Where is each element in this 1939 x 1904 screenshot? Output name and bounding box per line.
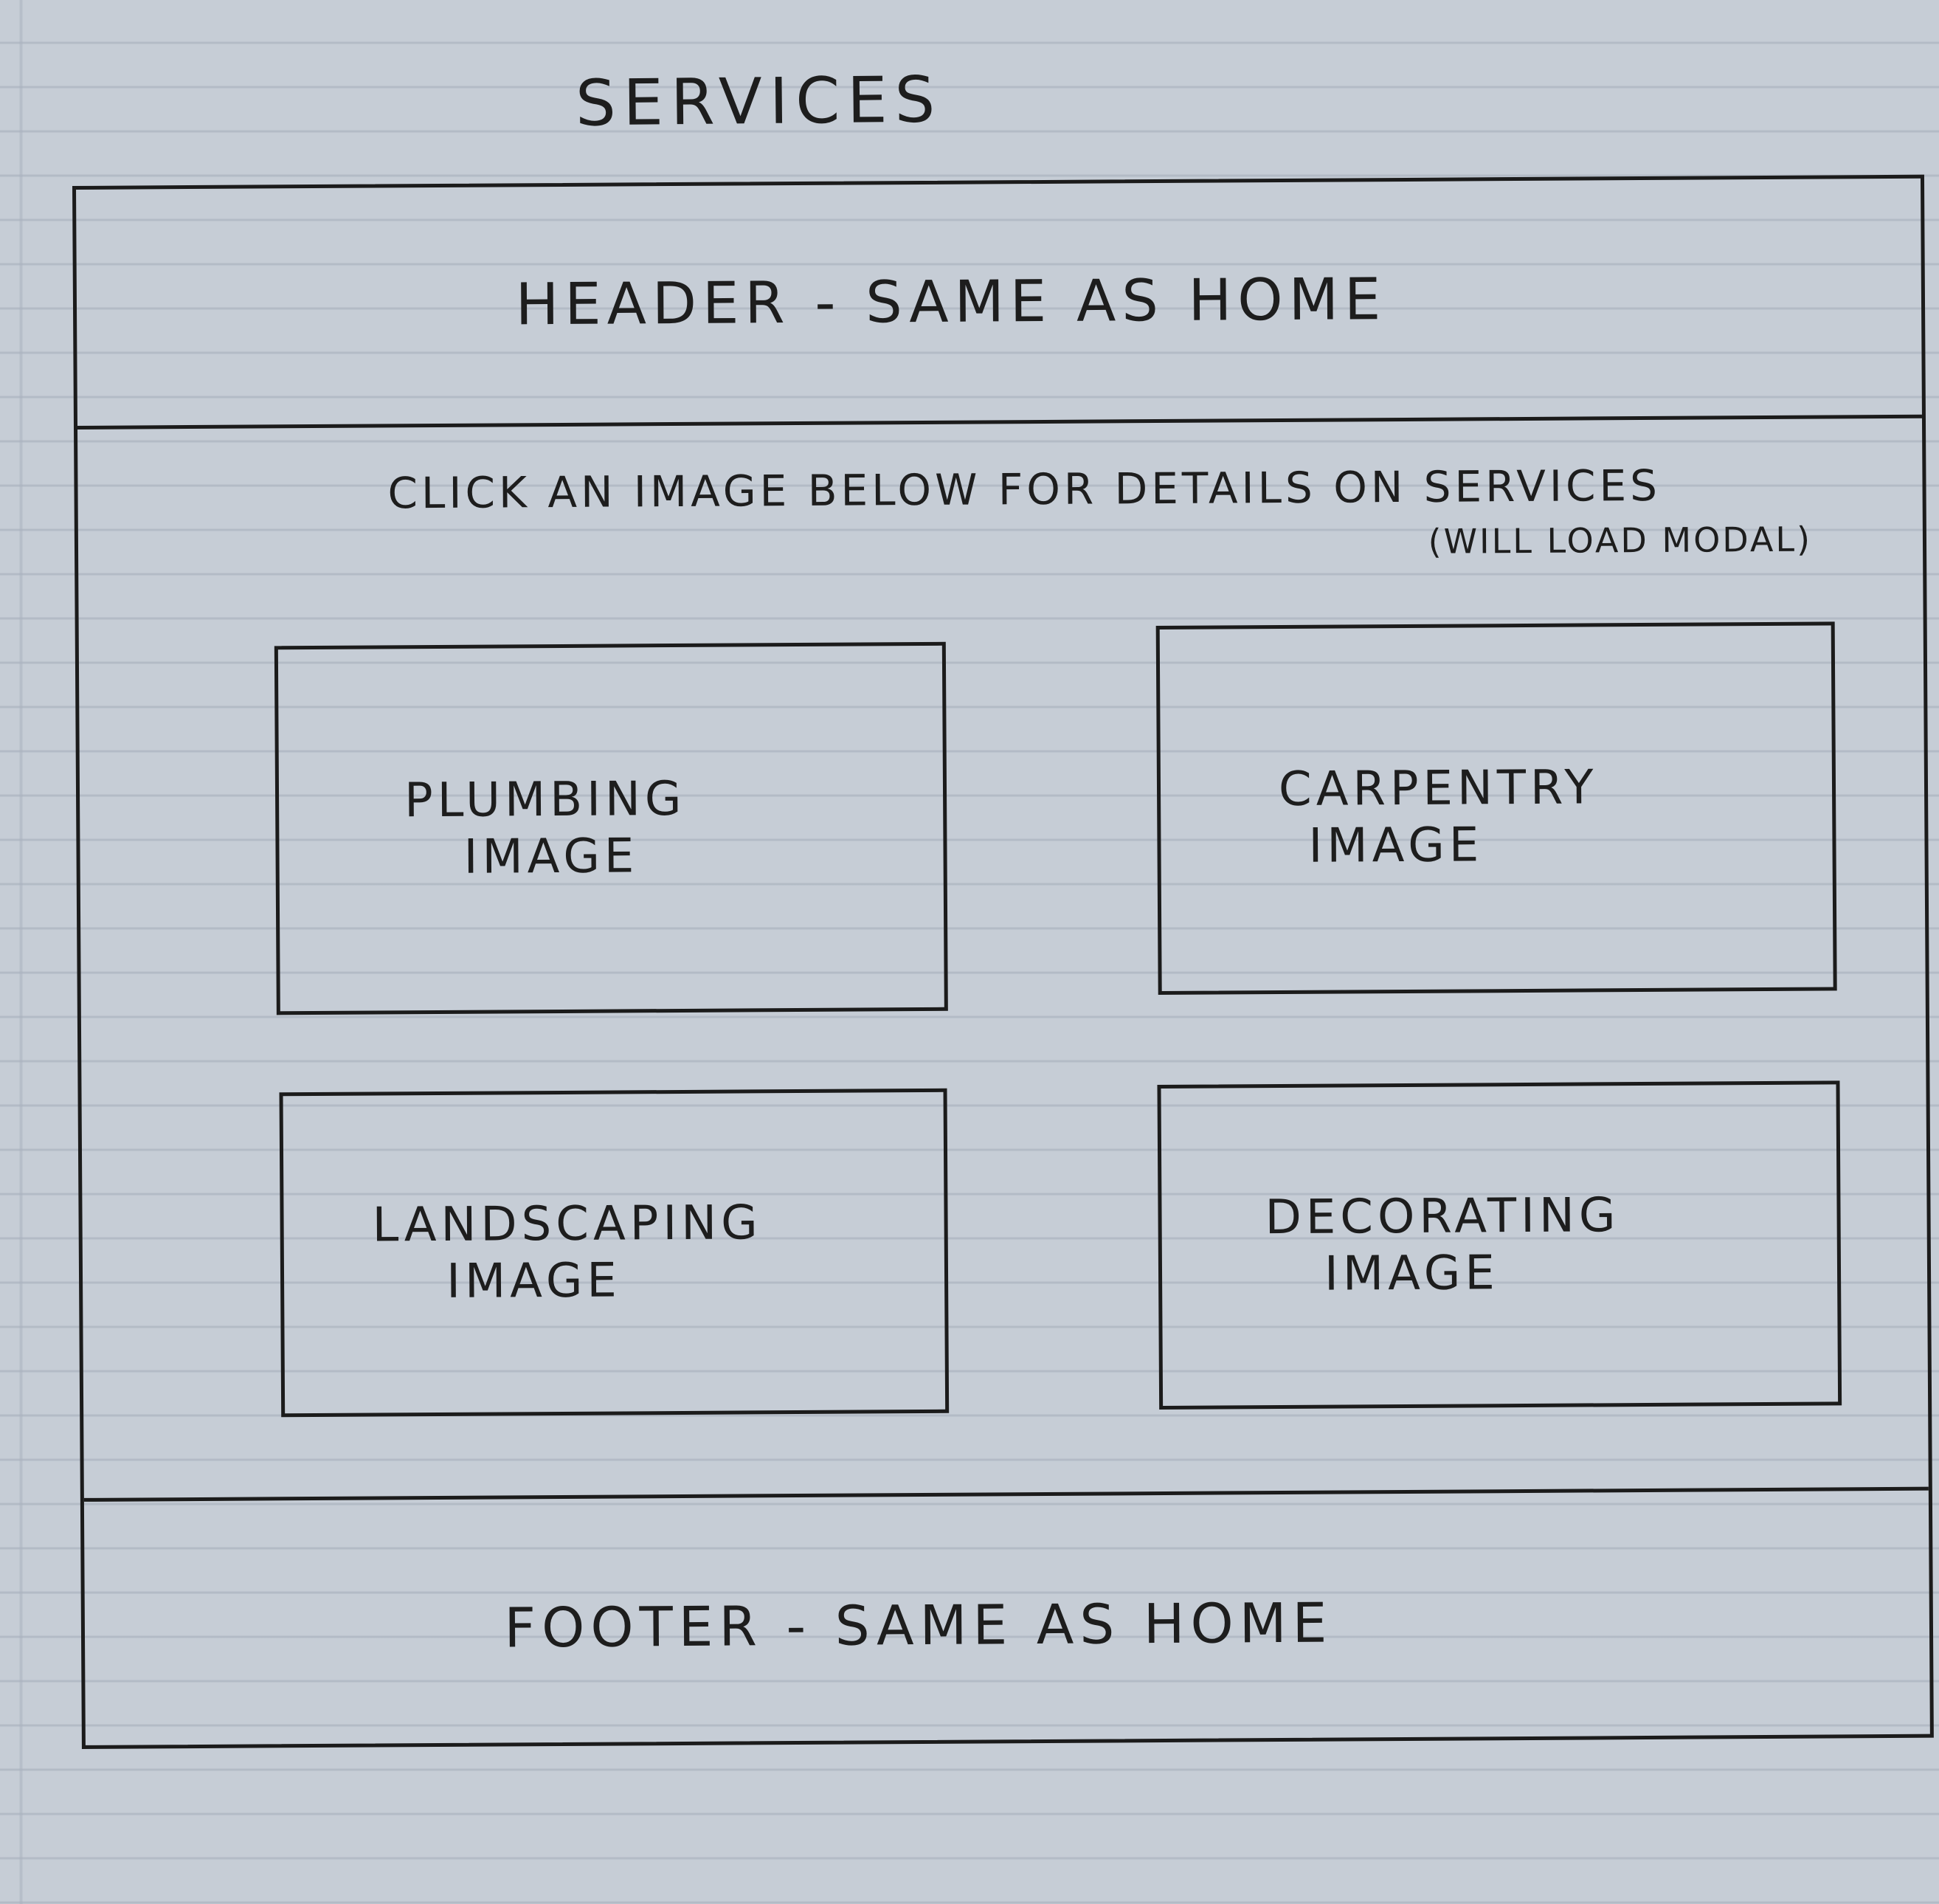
tile-label-line2: IMAGE: [1324, 1246, 1500, 1302]
decorating-image-tile[interactable]: DECORATING IMAGE: [1157, 1080, 1842, 1410]
tile-label: CARPENTRY IMAGE: [1279, 758, 1833, 875]
instructions-note: (WILL LOAD MODAL): [1428, 519, 1813, 562]
tile-label: DECORATING IMAGE: [1265, 1187, 1837, 1303]
header-label: HEADER - SAME AS HOME: [515, 266, 1387, 339]
carpentry-image-tile[interactable]: CARPENTRY IMAGE: [1155, 621, 1837, 996]
plumbing-image-tile[interactable]: PLUMBING IMAGE: [274, 641, 948, 1015]
instructions-text: CLICK AN IMAGE BELOW FOR DETAILS ON SERV…: [387, 460, 1864, 565]
tile-label-line2: IMAGE: [446, 1253, 622, 1309]
instructions-label: CLICK AN IMAGE BELOW FOR DETAILS ON SERV…: [387, 460, 1662, 519]
tile-label: PLUMBING IMAGE: [404, 770, 944, 886]
tile-label-line1: CARPENTRY: [1278, 760, 1598, 818]
tile-label-line1: DECORATING: [1265, 1188, 1620, 1246]
landscaping-image-tile[interactable]: LANDSCAPING IMAGE: [279, 1088, 950, 1418]
header-section: HEADER - SAME AS HOME: [76, 178, 1922, 430]
tile-label-line1: PLUMBING: [404, 772, 686, 829]
footer-label: FOOTER - SAME AS HOME: [504, 1591, 1333, 1660]
tile-label-line2: IMAGE: [463, 829, 639, 885]
footer-section: FOOTER - SAME AS HOME: [83, 1486, 1930, 1745]
page-title: SERVICES: [575, 63, 943, 141]
tile-label-line1: LANDSCAPING: [372, 1196, 762, 1253]
tile-label: LANDSCAPING IMAGE: [372, 1194, 944, 1311]
wireframe-frame: HEADER - SAME AS HOME CLICK AN IMAGE BEL…: [72, 174, 1934, 1749]
tile-label-line2: IMAGE: [1308, 818, 1484, 874]
